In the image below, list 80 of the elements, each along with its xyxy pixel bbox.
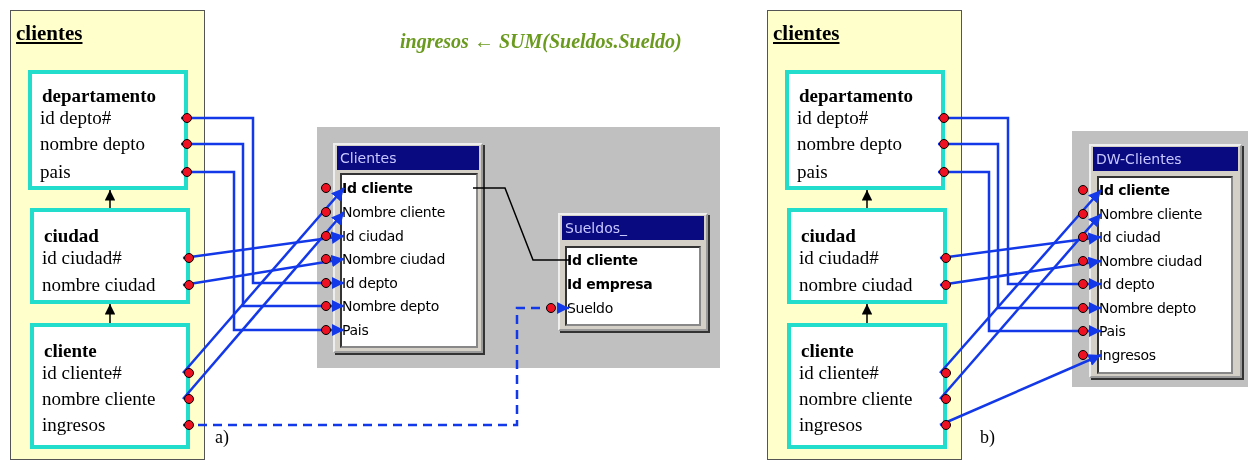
node-label: pais	[797, 161, 828, 182]
node-label: Id cliente	[1099, 182, 1170, 198]
table-window	[333, 143, 483, 353]
node-label: nombre ciudad	[799, 274, 913, 295]
arrow	[182, 211, 345, 400]
node-label: nombre depto	[797, 133, 903, 154]
node-label: Id ciudad	[342, 228, 404, 244]
panel-label: b)	[980, 427, 995, 448]
arrow	[939, 189, 1102, 374]
table-window	[558, 213, 708, 331]
node-label: ingresos	[799, 414, 863, 435]
entity-heading: ciudad	[801, 224, 856, 248]
arrow	[182, 231, 345, 260]
node-label: Id depto	[1099, 276, 1155, 292]
formula-note: ingresos ← SUM(Sueldos.Sueldo)	[400, 30, 682, 53]
arrow	[939, 232, 1102, 260]
arrow	[939, 256, 1102, 287]
entity-box	[785, 70, 945, 190]
entity-box	[787, 208, 947, 304]
node-label: Nombre depto	[1099, 300, 1196, 316]
entity-heading: departamento	[799, 84, 913, 108]
entity-box	[30, 208, 190, 304]
node-label: id depto#	[40, 107, 112, 128]
node-label: Nombre cliente	[1099, 206, 1202, 222]
connector-line	[472, 187, 570, 261]
table-title-bar: Sueldos_	[562, 216, 704, 240]
node-label: nombre cliente	[42, 388, 156, 409]
arrow	[183, 301, 569, 427]
node-label: Sueldo	[567, 300, 613, 316]
arrow	[938, 116, 1101, 291]
node-label: Nombre ciudad	[342, 251, 445, 267]
node-label: Nombre ciudad	[1099, 253, 1202, 269]
node-label: Pais	[342, 322, 369, 338]
entity-heading: cliente	[801, 339, 854, 363]
node-label: id depto#	[797, 107, 869, 128]
node-label: nombre cliente	[799, 388, 913, 409]
arrow	[861, 303, 873, 324]
node-label: Id ciudad	[1099, 229, 1161, 245]
schema-panel	[10, 10, 205, 460]
entity-heading: departamento	[42, 84, 156, 108]
node-label: Ingresos	[1099, 347, 1156, 363]
entity-heading: cliente	[44, 339, 97, 363]
entity-box	[30, 323, 190, 449]
table-title-bar: Clientes	[337, 146, 479, 170]
node-label: nombre ciudad	[42, 274, 156, 295]
panel-heading: clientes	[773, 21, 840, 45]
node-label: id ciudad#	[799, 247, 879, 268]
arrow	[104, 189, 116, 209]
arrow	[938, 142, 1101, 315]
entity-heading: ciudad	[44, 224, 99, 248]
node-label: Nombre depto	[342, 298, 439, 314]
table-title-bar: DW-Clientes	[1093, 147, 1238, 171]
node-label: Pais	[1099, 323, 1126, 339]
arrow	[181, 170, 344, 337]
arrow	[104, 303, 116, 324]
panel-heading: clientes	[16, 21, 83, 45]
arrow	[181, 142, 344, 313]
node-label: Nombre cliente	[342, 204, 445, 220]
node-label: Id empresa	[567, 276, 653, 292]
node-label: Id cliente	[567, 252, 638, 268]
node-label: id cliente#	[799, 362, 879, 383]
node-label: pais	[40, 161, 71, 182]
panel-label: a)	[215, 427, 229, 448]
node-label: ingresos	[42, 414, 106, 435]
node-label: Id depto	[342, 275, 398, 291]
entity-box	[28, 70, 188, 190]
node-label: Id cliente	[342, 180, 413, 196]
arrow	[182, 187, 345, 374]
arrow	[939, 213, 1102, 400]
node-label: id ciudad#	[42, 247, 122, 268]
schema-panel	[767, 10, 962, 460]
node-label: nombre depto	[40, 133, 146, 154]
arrow	[181, 116, 344, 290]
node-label: id cliente#	[42, 362, 122, 383]
entity-box	[787, 323, 947, 449]
arrow	[861, 189, 873, 209]
arrow	[939, 353, 1102, 427]
arrow	[938, 170, 1101, 338]
table-window	[1089, 144, 1242, 378]
arrow	[182, 254, 345, 287]
